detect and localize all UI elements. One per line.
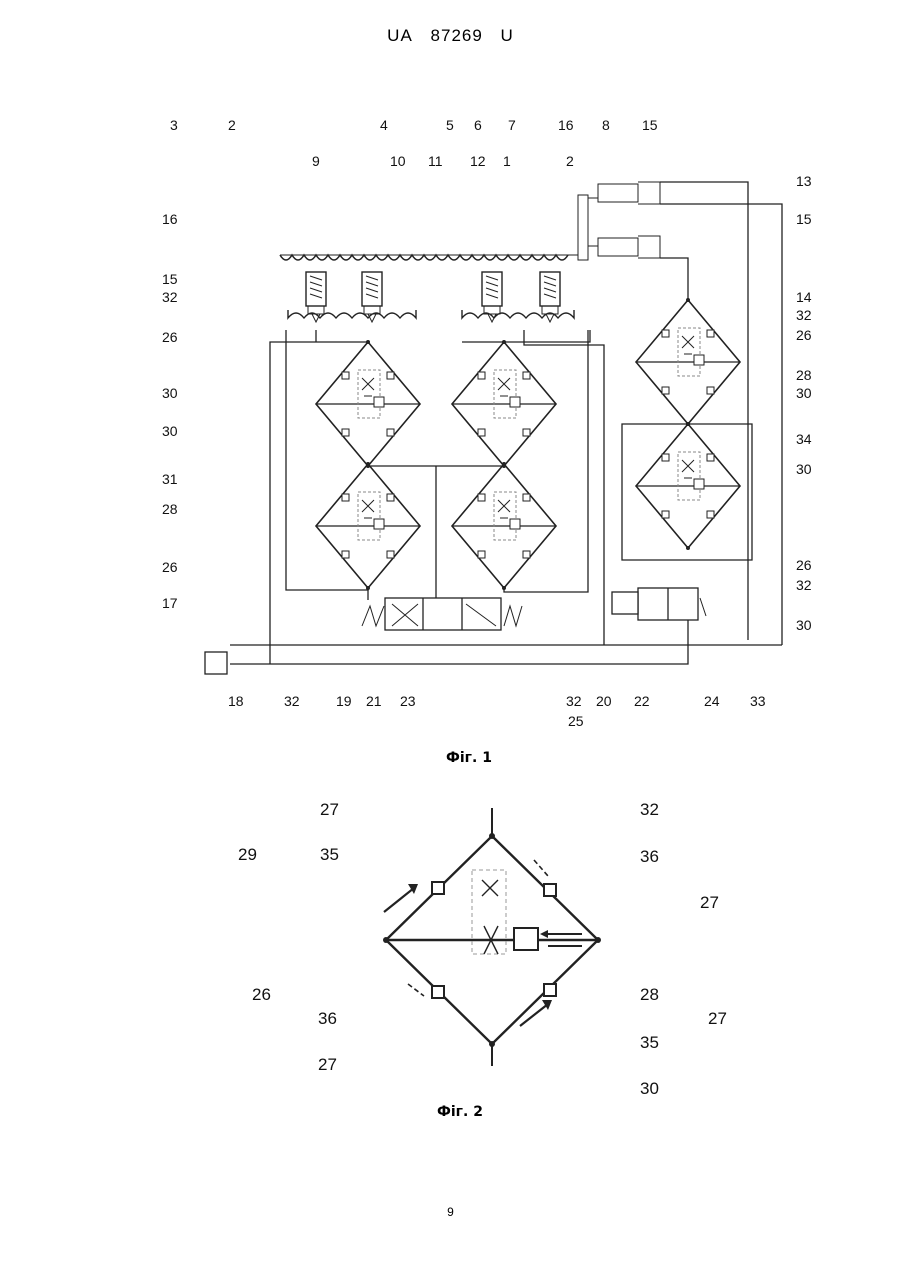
label-fig1-10: 10 [390,153,406,169]
label-fig2-32: 32 [640,800,659,819]
label-fig1-26d: 26 [796,557,812,573]
label-fig1-2: 2 [228,117,236,133]
label-fig1-33: 33 [750,693,766,709]
label-fig1-5: 5 [446,117,454,133]
label-fig2-27b: 27 [700,893,719,912]
figure-1-labels: 3 2 4 5 6 7 16 8 15 9 10 11 12 1 2 13 16… [162,117,812,729]
label-fig1-2b: 2 [566,153,574,169]
label-fig1-32: 32 [162,289,178,305]
label-fig1-30b: 30 [796,385,812,401]
label-fig1-14: 14 [796,289,812,305]
label-fig1-11: 11 [428,153,443,169]
label-fig1-24: 24 [704,693,720,709]
rack [280,255,568,260]
label-fig2-29: 29 [238,845,257,864]
label-fig1-15c: 15 [162,271,178,287]
label-fig1-16: 16 [558,117,574,133]
label-fig2-28: 28 [640,985,659,1004]
label-fig2-27c: 27 [708,1009,727,1028]
label-fig1-15: 15 [642,117,658,133]
label-fig1-21: 21 [366,693,382,709]
label-fig2-35b: 35 [640,1033,659,1052]
label-fig2-35: 35 [320,845,339,864]
label-fig1-30: 30 [162,385,178,401]
label-fig1-30c: 30 [162,423,178,439]
figure-1-caption: Фіг. 1 [446,750,492,766]
label-fig1-26b: 26 [796,327,812,343]
label-fig1-31: 31 [162,471,178,487]
label-fig1-30d: 30 [796,461,812,477]
label-fig1-32b: 32 [796,307,812,323]
label-fig1-9: 9 [312,153,320,169]
label-fig1-4: 4 [380,117,388,133]
label-fig1-7: 7 [508,117,516,133]
label-fig1-20: 20 [596,693,612,709]
label-fig1-28: 28 [796,367,812,383]
label-fig2-36b: 36 [318,1009,337,1028]
label-fig1-12: 12 [470,153,486,169]
label-fig2-36: 36 [640,847,659,866]
label-fig1-19: 19 [336,693,352,709]
label-fig1-15b: 15 [796,211,812,227]
label-fig1-6: 6 [474,117,482,133]
label-fig1-26: 26 [162,329,178,345]
label-fig1-3: 3 [170,117,178,133]
label-fig1-32c: 32 [796,577,812,593]
label-fig1-34: 34 [796,431,812,447]
label-fig1-26c: 26 [162,559,178,575]
figure-2 [383,808,601,1066]
figure-1 [205,182,782,674]
page-number: 9 [0,1205,901,1219]
label-fig1-32d: 32 [284,693,300,709]
label-fig1-25: 25 [568,713,584,729]
label-fig1-13: 13 [796,173,812,189]
label-fig1-17: 17 [162,595,178,611]
label-fig1-22: 22 [634,693,650,709]
label-fig2-27d: 27 [318,1055,337,1074]
label-fig2-26: 26 [252,985,271,1004]
label-fig1-32e: 32 [566,693,582,709]
label-fig1-18: 18 [228,693,244,709]
label-fig2-30: 30 [640,1079,659,1098]
label-fig1-16b: 16 [162,211,178,227]
label-fig1-28b: 28 [162,501,178,517]
label-fig1-30e: 30 [796,617,812,633]
label-fig1-23: 23 [400,693,416,709]
figure-2-caption: Фіг. 2 [437,1104,483,1120]
label-fig2-27: 27 [320,800,339,819]
label-fig1-1: 1 [503,153,511,169]
label-fig1-8: 8 [602,117,610,133]
